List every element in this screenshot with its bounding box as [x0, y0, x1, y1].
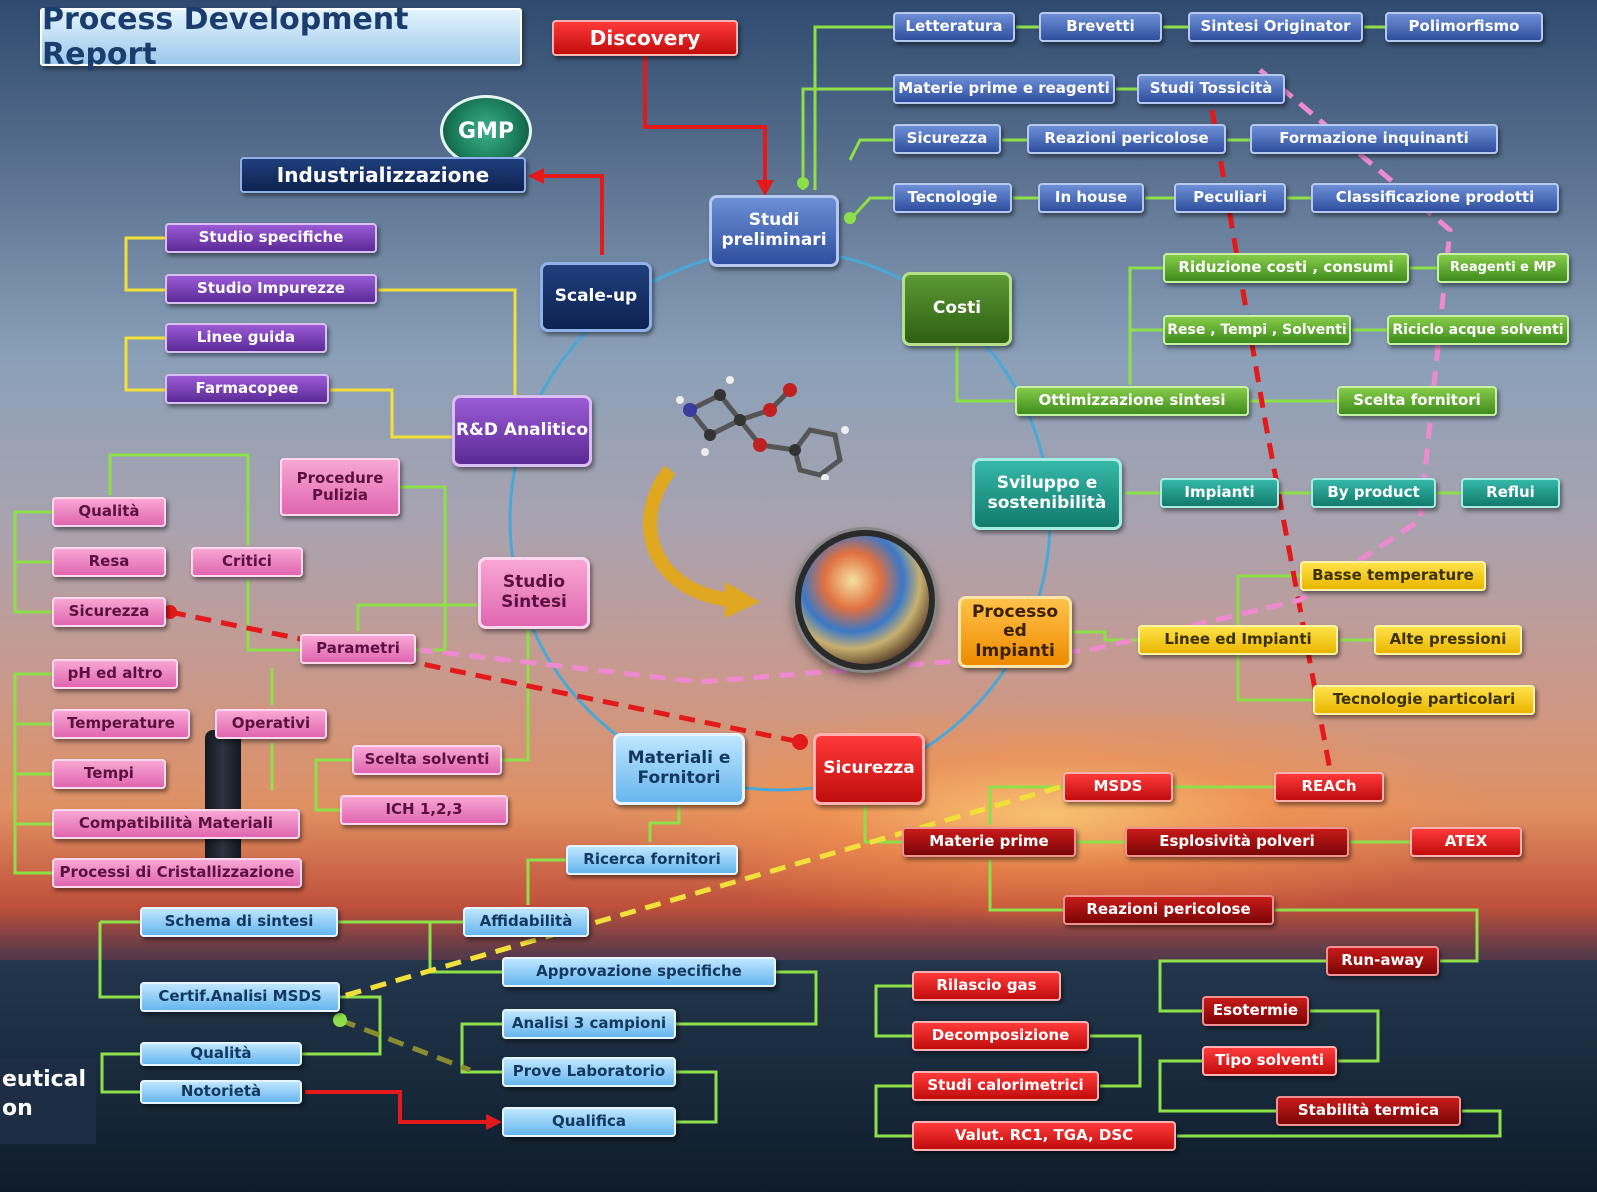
node-reagenti-mp[interactable]: Reagenti e MP [1437, 253, 1569, 283]
node-reach[interactable]: REACh [1274, 772, 1384, 802]
lighthouse-silhouette [205, 730, 241, 870]
node-sintesi-originator[interactable]: Sintesi Originator [1188, 12, 1363, 42]
cycle-arrow-icon [643, 465, 760, 618]
node-basse-temperature[interactable]: Basse temperature [1300, 561, 1486, 591]
node-parametri[interactable]: Parametri [300, 634, 416, 664]
node-valut-rc1[interactable]: Valut. RC1, TGA, DSC [912, 1121, 1176, 1151]
node-processi-cristallizzazione[interactable]: Processi di Cristallizzazione [52, 858, 302, 888]
costi-connectors [955, 266, 1437, 403]
node-studio-specifiche[interactable]: Studio specifiche [165, 223, 377, 253]
industrializzazione-node[interactable]: Industrializzazione [240, 157, 526, 193]
node-scelta-solventi[interactable]: Scelta solventi [352, 745, 502, 775]
node-qualita-fornitori[interactable]: Qualità [140, 1042, 302, 1066]
node-tecnologie[interactable]: Tecnologie [893, 183, 1012, 213]
node-reazioni-pericolose-studi[interactable]: Reazioni pericolose [1027, 124, 1226, 154]
hub-processo[interactable]: Processo ed Impianti [958, 596, 1072, 668]
node-analisi-3-campioni[interactable]: Analisi 3 campioni [502, 1009, 676, 1039]
node-affidabilita[interactable]: Affidabilità [463, 907, 589, 937]
node-schema-di-sintesi[interactable]: Schema di sintesi [140, 907, 338, 937]
node-classificazione-prodotti[interactable]: Classificazione prodotti [1311, 183, 1559, 213]
node-brevetti[interactable]: Brevetti [1039, 12, 1162, 42]
node-letteratura[interactable]: Letteratura [893, 12, 1015, 42]
red-arrows [305, 56, 767, 1124]
node-prove-laboratorio[interactable]: Prove Laboratorio [502, 1057, 676, 1087]
node-formazione-inquinanti[interactable]: Formazione inquinanti [1250, 124, 1498, 154]
node-atex[interactable]: ATEX [1410, 827, 1522, 857]
sicurezza-connectors [863, 785, 1502, 1138]
node-by-product[interactable]: By product [1311, 478, 1436, 508]
node-decomposizione[interactable]: Decomposizione [912, 1021, 1089, 1051]
node-tipo-solventi[interactable]: Tipo solventi [1202, 1046, 1337, 1076]
discovery-node[interactable]: Discovery [552, 20, 738, 56]
side-caption-line1: eutical [2, 1067, 87, 1092]
node-studio-impurezze[interactable]: Studio Impurezze [165, 274, 377, 304]
node-ich[interactable]: ICH 1,2,3 [340, 795, 508, 825]
node-rese-tempi-solventi[interactable]: Rese , Tempi , Solventi [1163, 315, 1351, 345]
pill-globe-icon [795, 530, 935, 670]
hub-studi-preliminari[interactable]: Studi preliminari [709, 195, 839, 267]
rd-connectors [124, 236, 517, 439]
node-ottimizzazione-sintesi[interactable]: Ottimizzazione sintesi [1015, 386, 1249, 416]
molecule-illustration [676, 376, 849, 480]
studi-connectors [801, 25, 1385, 222]
node-scelta-fornitori[interactable]: Scelta fornitori [1337, 386, 1497, 416]
node-tempi[interactable]: Tempi [52, 759, 166, 789]
node-materie-prime[interactable]: Materie prime [902, 827, 1076, 857]
node-temperature[interactable]: Temperature [52, 709, 190, 739]
node-reazioni-pericolose[interactable]: Reazioni pericolose [1063, 895, 1274, 925]
hub-rd-analitico[interactable]: R&D Analitico [452, 395, 592, 467]
hub-materiali[interactable]: Materiali e Fornitori [613, 733, 745, 805]
node-riduzione-costi[interactable]: Riduzione costi , consumi [1163, 253, 1409, 283]
materiali-connectors [98, 806, 818, 1124]
node-qualifica[interactable]: Qualifica [502, 1107, 676, 1137]
hub-scale-up[interactable]: Scale-up [540, 262, 652, 332]
node-ricerca-fornitori[interactable]: Ricerca fornitori [566, 845, 738, 875]
node-polimorfismo[interactable]: Polimorfismo [1385, 12, 1543, 42]
node-procedure-pulizia[interactable]: Procedure Pulizia [280, 458, 400, 516]
node-ph-ed-altro[interactable]: pH ed altro [52, 659, 178, 689]
node-esplosivita-polveri[interactable]: Esplosività polveri [1125, 827, 1349, 857]
node-impianti[interactable]: Impianti [1160, 478, 1279, 508]
gmp-badge-logo: GMP [440, 95, 532, 167]
node-in-house[interactable]: In house [1038, 183, 1144, 213]
node-peculiari[interactable]: Peculiari [1174, 183, 1286, 213]
node-run-away[interactable]: Run-away [1326, 946, 1439, 976]
node-operativi[interactable]: Operativi [215, 709, 327, 739]
node-farmacopee[interactable]: Farmacopee [165, 374, 329, 404]
hub-costi[interactable]: Costi [902, 272, 1012, 346]
node-linee-guida[interactable]: Linee guida [165, 323, 327, 353]
node-tecnologie-particolari[interactable]: Tecnologie particolari [1313, 685, 1535, 715]
node-rilascio-gas[interactable]: Rilascio gas [912, 971, 1061, 1001]
hub-sviluppo[interactable]: Sviluppo e sostenibilità [972, 458, 1122, 530]
node-critici[interactable]: Critici [191, 547, 303, 577]
node-sicurezza-sintesi[interactable]: Sicurezza [52, 597, 166, 627]
node-reflui[interactable]: Reflui [1461, 478, 1560, 508]
node-linee-impianti[interactable]: Linee ed Impianti [1138, 625, 1338, 655]
node-qualita[interactable]: Qualità [52, 497, 166, 527]
node-alte-pressioni[interactable]: Alte pressioni [1374, 625, 1522, 655]
node-certif-analisi-msds[interactable]: Certif.Analisi MSDS [140, 982, 340, 1012]
node-sicurezza-studi[interactable]: Sicurezza [893, 124, 1001, 154]
link-dots [163, 177, 856, 1027]
node-esotermie[interactable]: Esotermie [1202, 996, 1309, 1026]
report-title: Process Development Report [40, 2, 522, 72]
side-caption: eutical on [0, 1058, 96, 1144]
hub-studio-sintesi[interactable]: Studio Sintesi [478, 557, 590, 629]
node-materie-prime-reagenti[interactable]: Materie prime e reagenti [893, 74, 1115, 104]
node-studi-calorimetrici[interactable]: Studi calorimetrici [912, 1071, 1099, 1101]
node-riciclo-acque[interactable]: Riciclo acque solventi [1387, 315, 1569, 345]
node-approvazione-specifiche[interactable]: Approvazione specifiche [502, 957, 776, 987]
hub-sicurezza[interactable]: Sicurezza [813, 733, 925, 805]
node-studi-tossicita[interactable]: Studi Tossicità [1137, 74, 1285, 104]
node-msds[interactable]: MSDS [1063, 772, 1173, 802]
sunset-glow [600, 700, 1500, 930]
node-notorieta[interactable]: Notorietà [140, 1080, 302, 1104]
node-resa[interactable]: Resa [52, 547, 166, 577]
side-caption-line2: on [2, 1095, 33, 1121]
node-stabilita-termica[interactable]: Stabilità termica [1276, 1096, 1461, 1126]
node-compatibilita-materiali[interactable]: Compatibilità Materiali [52, 809, 300, 839]
arrow-heads [486, 168, 774, 1130]
